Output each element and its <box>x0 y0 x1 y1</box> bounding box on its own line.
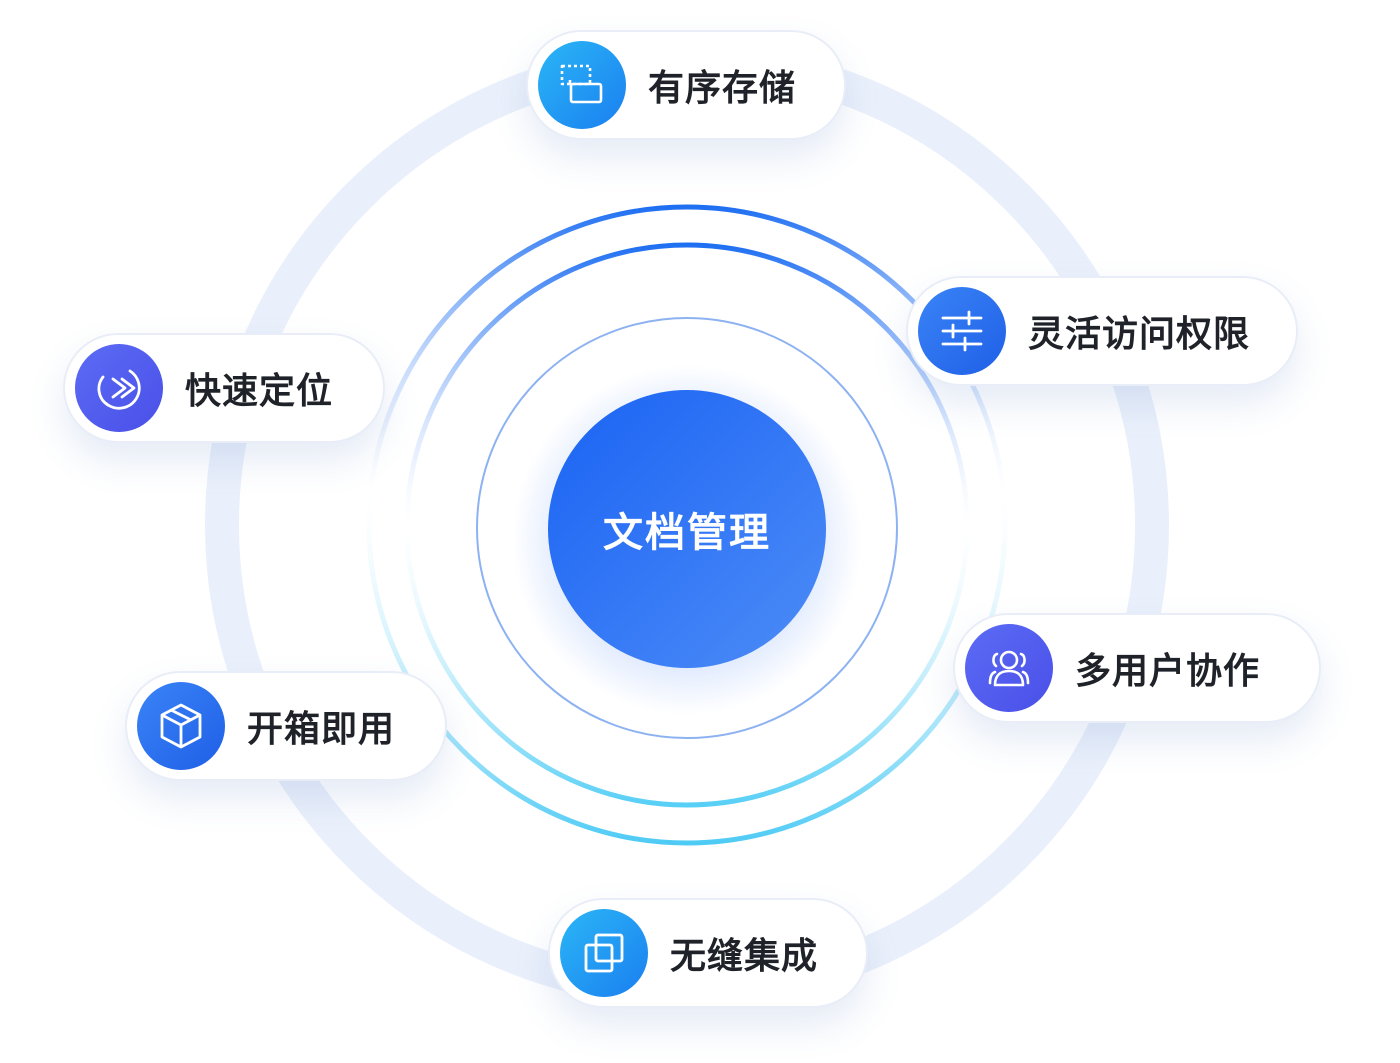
feature-label: 灵活访问权限 <box>1028 314 1251 355</box>
users-icon <box>965 624 1053 712</box>
feature-label: 无缝集成 <box>670 936 819 977</box>
feature-out-of-box[interactable]: 开箱即用 <box>125 671 447 781</box>
feature-label: 有序存储 <box>648 68 797 109</box>
middle-orbit-ring-outer <box>366 204 1008 846</box>
feature-flexible-access[interactable]: 灵活访问权限 <box>906 276 1298 386</box>
feature-label: 多用户协作 <box>1075 651 1261 692</box>
feature-multi-user-collab[interactable]: 多用户协作 <box>953 613 1321 723</box>
sliders-icon <box>918 287 1006 375</box>
feature-label: 开箱即用 <box>247 709 396 750</box>
center-title: 文档管理 <box>603 510 771 556</box>
layers-icon <box>560 909 648 997</box>
inner-orbit-ring <box>476 317 898 739</box>
center-circle <box>548 390 826 668</box>
feature-seamless-integration[interactable]: 无缝集成 <box>548 898 868 1008</box>
box-icon <box>137 682 225 770</box>
storage-icon <box>538 41 626 129</box>
feature-orderly-storage[interactable]: 有序存储 <box>526 30 846 140</box>
middle-orbit-ring-inner <box>404 242 970 808</box>
feature-label: 快速定位 <box>185 371 334 412</box>
locate-icon <box>75 344 163 432</box>
feature-quick-locate[interactable]: 快速定位 <box>63 333 385 443</box>
